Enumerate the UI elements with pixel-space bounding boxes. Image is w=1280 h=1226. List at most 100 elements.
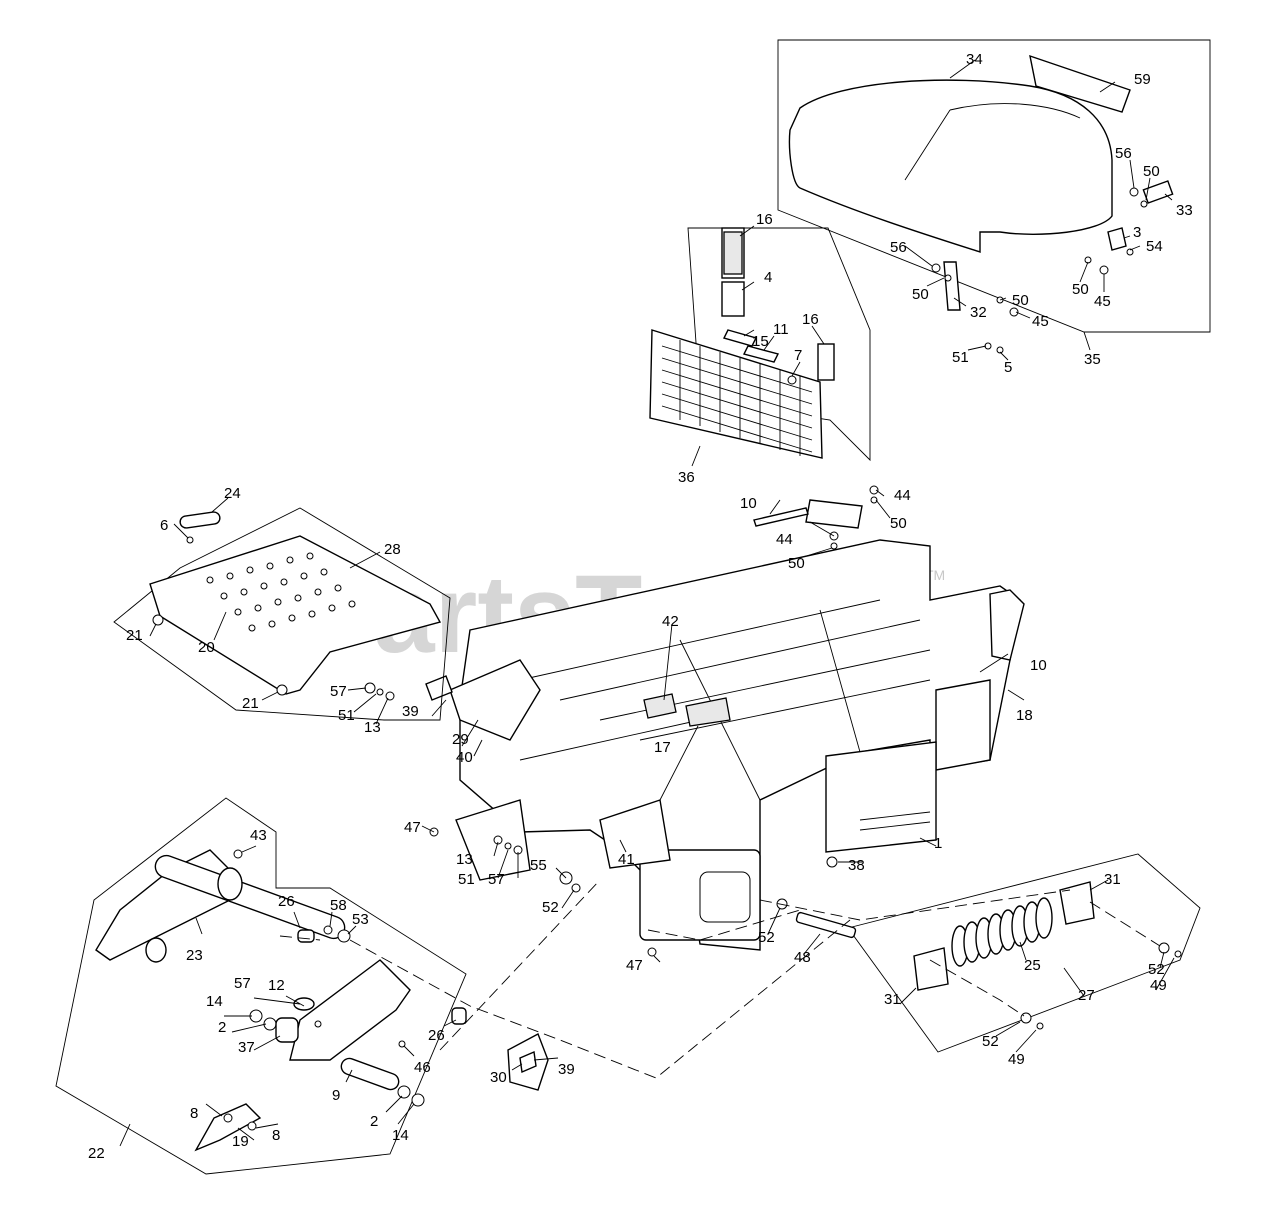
- washer-part-50f: [830, 542, 838, 550]
- callout-45: 45: [1094, 293, 1111, 310]
- decal-part-39b: [519, 1050, 537, 1074]
- front-mount-part-40: [455, 799, 531, 881]
- callout-5: 5: [1004, 359, 1012, 376]
- callout-49: 49: [1150, 977, 1167, 994]
- decal-part-16a-print: [723, 231, 743, 275]
- callout-7: 7: [794, 347, 802, 364]
- pin-part-24: [179, 511, 221, 529]
- mount-plate-part-41: [599, 799, 671, 869]
- washer-part-51b: [376, 688, 384, 696]
- callout-27: 27: [1078, 987, 1095, 1004]
- rear-mount-opening: [699, 871, 751, 923]
- callout-10: 10: [1030, 657, 1047, 674]
- callout-51: 51: [338, 707, 355, 724]
- axle-dash-lines: [279, 879, 851, 1079]
- callout-15: 15: [752, 333, 769, 350]
- callout-51: 51: [952, 349, 969, 366]
- callout-39: 39: [558, 1061, 575, 1078]
- callout-50: 50: [788, 555, 805, 572]
- front-axle-group: [55, 797, 851, 1175]
- callout-17: 17: [654, 739, 671, 756]
- callout-2: 2: [370, 1113, 378, 1130]
- callout-41: 41: [618, 851, 635, 868]
- callout-26: 26: [278, 893, 295, 910]
- callout-13: 13: [456, 851, 473, 868]
- callout-13: 13: [364, 719, 381, 736]
- bolt-part-45a: [1009, 307, 1019, 317]
- nut-part-56a: [1129, 187, 1139, 197]
- callout-55: 55: [530, 857, 547, 874]
- decal-part-39a: [425, 675, 453, 701]
- callout-58: 58: [330, 897, 347, 914]
- pin-part-49b: [1036, 1022, 1044, 1030]
- pin-part-8a: [223, 1113, 233, 1123]
- callout-19: 19: [232, 1133, 249, 1150]
- axle-bushing-lower: [145, 937, 167, 963]
- bearing-part-14b: [411, 1093, 425, 1107]
- callout-35: 35: [1084, 351, 1101, 368]
- callout-50: 50: [1072, 281, 1089, 298]
- spring-plate-part-31b: [913, 947, 949, 991]
- seat-cushion-seam: [904, 103, 1081, 181]
- seat-leader-lines: [904, 59, 1173, 361]
- axle-arm-right: [289, 959, 411, 1061]
- axle-leader-lines: [119, 845, 559, 1147]
- callout-10: 10: [740, 495, 757, 512]
- callout-50: 50: [890, 515, 907, 532]
- callout-37: 37: [238, 1039, 255, 1056]
- callout-21: 21: [242, 695, 259, 712]
- callout-39: 39: [402, 703, 419, 720]
- washer-part-51c: [504, 842, 512, 850]
- callout-4: 4: [764, 269, 772, 286]
- bumper-part-21a: [152, 614, 164, 626]
- callout-59: 59: [1134, 71, 1151, 88]
- spring-group: [647, 853, 1201, 1053]
- back-panel-group: [649, 225, 891, 559]
- bumper-part-21b: [276, 684, 288, 696]
- callout-51: 51: [458, 871, 475, 888]
- callout-28: 28: [384, 541, 401, 558]
- callout-31: 31: [884, 991, 901, 1008]
- battery-box-vents: [859, 811, 931, 831]
- washer-part-2b: [397, 1085, 411, 1099]
- callout-12: 12: [268, 977, 285, 994]
- washer-part-50a: [1140, 200, 1148, 208]
- spacer-part-26b: [451, 1007, 467, 1025]
- seat-group-boundary: [777, 39, 1211, 333]
- decal-part-15: [722, 329, 758, 347]
- callout-50: 50: [1143, 163, 1160, 180]
- seat-latch-part-33: [1142, 180, 1174, 204]
- u-bolt-part-12: [293, 997, 315, 1011]
- seat-assembly-group: [777, 39, 1211, 361]
- callout-34: 34: [966, 51, 983, 68]
- frame-side-plate: [935, 679, 991, 771]
- callout-52: 52: [1148, 961, 1165, 978]
- spring-group-boundary: [847, 853, 1201, 1053]
- foot-plate-holes: [206, 552, 356, 632]
- pin-part-54: [1126, 248, 1134, 256]
- spring-dash-lines: [647, 889, 1161, 1017]
- seat-cushion-part-34: [788, 79, 1113, 253]
- callout-25: 25: [1024, 957, 1041, 974]
- washer-part-50e: [870, 496, 878, 504]
- nut-part-38: [826, 856, 838, 868]
- callout-50: 50: [1012, 292, 1029, 309]
- washer-part-58: [323, 925, 333, 935]
- callout-18: 18: [1016, 707, 1033, 724]
- callout-52: 52: [542, 899, 559, 916]
- bolt-part-44a: [869, 485, 879, 495]
- decal-part-17: [685, 697, 731, 727]
- callout-43: 43: [250, 827, 267, 844]
- decal-part-10a: [753, 507, 809, 527]
- callout-labels: 34 59 56 50 33 3 54 56 50 32 50 50 45 45…: [88, 51, 1193, 1162]
- foot-plate-part-28: [149, 535, 442, 695]
- panel-bracket: [805, 499, 863, 529]
- callout-23: 23: [186, 947, 203, 964]
- bolt-part-46: [398, 1040, 406, 1048]
- frame-leader-lines: [421, 623, 1025, 909]
- callout-46: 46: [414, 1059, 431, 1076]
- callout-16: 16: [756, 211, 773, 228]
- callout-49: 49: [1008, 1051, 1025, 1068]
- callout-21: 21: [126, 627, 143, 644]
- callout-26: 26: [428, 1027, 445, 1044]
